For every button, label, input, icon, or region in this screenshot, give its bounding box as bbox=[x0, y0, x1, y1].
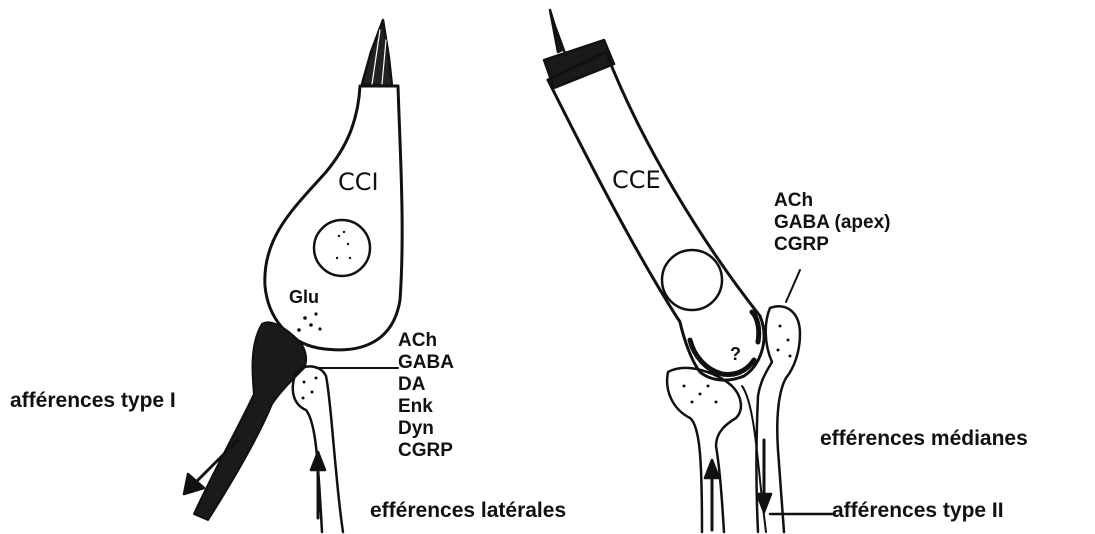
inner-efferent-neurotransmitter-list: ACh GABA DA Enk Dyn CGRP bbox=[398, 330, 454, 462]
afferent-type-2-bouton bbox=[667, 368, 741, 532]
afferent-type-1-terminal bbox=[194, 322, 306, 520]
afferent-type-2-vesicles bbox=[683, 385, 718, 404]
afferent-type-2-arrow bbox=[705, 460, 719, 530]
lateral-efferent-arrow bbox=[311, 452, 325, 518]
nt-item: CGRP bbox=[398, 440, 454, 462]
nt-item: GABA (apex) bbox=[774, 212, 890, 234]
medial-efferent-label: efférences médianes bbox=[820, 428, 1028, 450]
nt-item: Dyn bbox=[398, 418, 454, 440]
glutamate-label: Glu bbox=[289, 288, 319, 307]
nt-item: DA bbox=[398, 374, 454, 396]
outer-efferent-neurotransmitter-list: ACh GABA (apex) CGRP bbox=[774, 190, 890, 256]
afferent-type-2-label: afférences type II bbox=[832, 500, 1004, 522]
inner-hair-cell-nucleus bbox=[314, 220, 370, 276]
medial-efferent-vesicles bbox=[777, 325, 792, 358]
inner-hair-cell-label: CCI bbox=[338, 170, 379, 195]
nt-item: CGRP bbox=[774, 234, 890, 256]
inner-hair-cell-body bbox=[265, 86, 402, 350]
lateral-efferent-vesicles bbox=[302, 377, 318, 400]
lateral-efferent-label: efférences latérales bbox=[370, 500, 566, 522]
outer-hair-cell-efferent-contact bbox=[752, 312, 759, 342]
unknown-transmitter-mark: ? bbox=[730, 345, 741, 364]
outer-hair-cell-label: CCE bbox=[612, 168, 661, 193]
outer-hair-cell-body bbox=[548, 52, 764, 380]
afferent-type-1-label: afférences type I bbox=[10, 390, 176, 412]
inner-hair-cell-stereocilia bbox=[362, 20, 392, 86]
inner-hair-cell-vesicles bbox=[297, 231, 351, 332]
nt-item: ACh bbox=[398, 330, 454, 352]
nt-item: ACh bbox=[774, 190, 890, 212]
outer-hair-cell-nucleus bbox=[662, 250, 722, 310]
medial-efferent-pointer bbox=[786, 270, 800, 302]
nt-item: GABA bbox=[398, 352, 454, 374]
nt-item: Enk bbox=[398, 396, 454, 418]
